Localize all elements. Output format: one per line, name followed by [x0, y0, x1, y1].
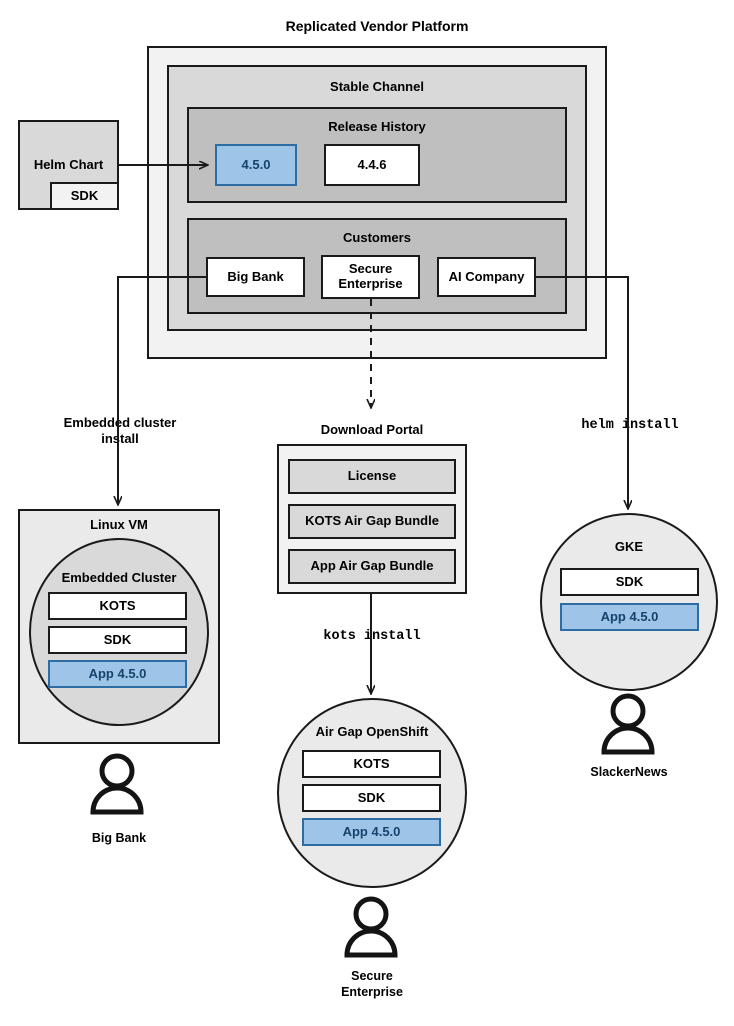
- gke-label: GKE: [614, 539, 644, 554]
- customer-secure-enterprise-line1: Secure: [348, 261, 393, 277]
- customer-secure-enterprise[interactable]: Secure Enterprise: [321, 255, 420, 299]
- embedded-install-line1: Embedded cluster: [63, 415, 177, 430]
- gke-component-sdk[interactable]: SDK: [560, 568, 699, 596]
- artifact-license[interactable]: License: [288, 459, 456, 494]
- artifact-app-air-gap-bundle[interactable]: App Air Gap Bundle: [288, 549, 456, 584]
- customer-secure-enterprise-line2: Enterprise: [338, 276, 403, 291]
- release-4-5-0[interactable]: 4.5.0: [215, 144, 297, 186]
- actor-secure-enterprise-line1: Secure: [351, 969, 393, 983]
- openshift-component-kots[interactable]: KOTS: [302, 750, 441, 778]
- helm-install-label: helm install: [581, 418, 679, 433]
- page-title: Replicated Vendor Platform: [285, 18, 469, 34]
- embedded-install-line2: install: [101, 431, 139, 447]
- helm-chart-sdk-box[interactable]: SDK: [50, 182, 119, 210]
- release-history-label: Release History: [328, 119, 426, 134]
- embedded-cluster-label: Embedded Cluster: [61, 570, 177, 585]
- linux-vm-component-sdk[interactable]: SDK: [48, 626, 187, 654]
- linux-vm-label: Linux VM: [90, 517, 148, 532]
- actor-label-slackernews: SlackerNews: [590, 765, 668, 779]
- customers-label: Customers: [343, 230, 411, 245]
- download-portal-label: Download Portal: [320, 422, 424, 437]
- actor-label-big-bank: Big Bank: [91, 831, 147, 845]
- gke-component-app[interactable]: App 4.5.0: [560, 603, 699, 631]
- actor-label-secure-enterprise: Secure Enterprise: [312, 968, 432, 1001]
- gke-circle: [540, 513, 718, 691]
- embedded-cluster-install-label: Embedded cluster install: [45, 415, 195, 448]
- air-gap-openshift-label: Air Gap OpenShift: [315, 724, 429, 739]
- customer-big-bank[interactable]: Big Bank: [206, 257, 305, 297]
- artifact-kots-air-gap-bundle[interactable]: KOTS Air Gap Bundle: [288, 504, 456, 539]
- linux-vm-component-app[interactable]: App 4.5.0: [48, 660, 187, 688]
- linux-vm-component-kots[interactable]: KOTS: [48, 592, 187, 620]
- kots-install-label: kots install: [323, 629, 421, 644]
- actor-secure-enterprise-line2: Enterprise: [341, 985, 403, 1000]
- openshift-component-app[interactable]: App 4.5.0: [302, 818, 441, 846]
- customer-ai-company[interactable]: AI Company: [437, 257, 536, 297]
- person-icon-secure-enterprise: [344, 896, 398, 958]
- openshift-component-sdk[interactable]: SDK: [302, 784, 441, 812]
- person-icon-slackernews: [601, 693, 655, 755]
- person-icon-big-bank: [90, 753, 144, 815]
- release-4-4-6[interactable]: 4.4.6: [324, 144, 420, 186]
- stable-channel-label: Stable Channel: [330, 79, 424, 94]
